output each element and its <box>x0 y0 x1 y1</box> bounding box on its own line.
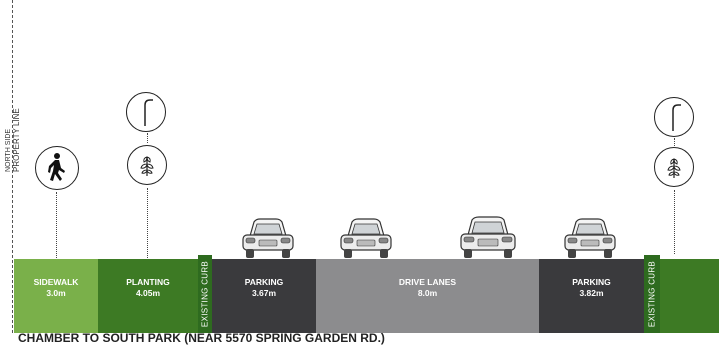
planting-segment: PLANTING 4.05m <box>98 259 198 333</box>
parking-right-label: PARKING <box>572 277 611 287</box>
street-light-icon <box>126 92 166 132</box>
car-icon <box>242 218 294 258</box>
car-icon <box>564 218 616 258</box>
drive-lanes-segment: DRIVE LANES 8.0m <box>316 259 539 333</box>
leader-line <box>674 190 675 254</box>
tree-icon <box>654 147 694 187</box>
drive-lanes-label: DRIVE LANES <box>398 277 457 287</box>
sidewalk-width: 3.0m <box>46 288 66 298</box>
existing-curb-right: EXISTING CURB <box>644 255 660 333</box>
leader-line <box>56 192 57 258</box>
parking-right-segment: PARKING 3.82m <box>539 259 644 333</box>
parking-left-width: 3.67m <box>251 288 277 298</box>
property-line-label: NORTH SIDE PROPERTY LINE <box>5 108 21 172</box>
parking-right-width: 3.82m <box>579 288 604 298</box>
sidewalk-label: SIDEWALK <box>33 277 79 287</box>
parking-left-label: PARKING <box>244 277 284 287</box>
property-line <box>12 0 13 333</box>
leader-line <box>147 133 148 143</box>
pedestrian-icon <box>35 146 79 190</box>
leader-line <box>147 188 148 258</box>
street-light-icon <box>654 97 694 137</box>
planting-width: 4.05m <box>135 288 161 298</box>
tree-icon <box>127 145 167 185</box>
leader-line <box>674 138 675 146</box>
drive-lanes-width: 8.0m <box>417 288 438 298</box>
section-caption: CHAMBER TO SOUTH PARK (NEAR 5570 SPRING … <box>18 331 385 345</box>
existing-curb-left: EXISTING CURB <box>198 255 212 333</box>
sidewalk-segment: SIDEWALK 3.0m <box>14 259 98 333</box>
planting-label: PLANTING <box>126 277 170 287</box>
parking-left-segment: PARKING 3.67m <box>212 259 316 333</box>
car-icon <box>340 218 392 258</box>
planting-right-segment <box>660 259 719 333</box>
car-icon <box>460 216 516 258</box>
